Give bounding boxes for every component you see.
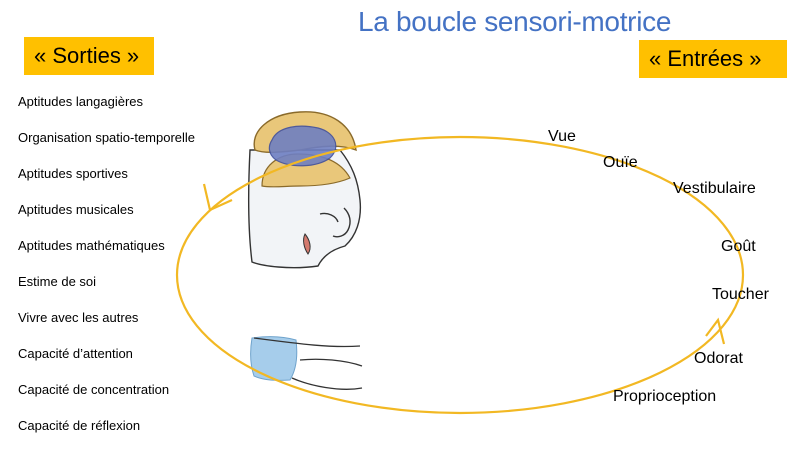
input-odorat: Odorat: [694, 350, 743, 367]
input-gout: Goût: [721, 238, 756, 255]
input-proprioception: Proprioception: [613, 388, 717, 405]
output-item: Vivre avec les autres: [18, 310, 139, 325]
output-item: Aptitudes sportives: [18, 166, 128, 181]
output-item: Aptitudes langagières: [18, 94, 144, 109]
output-item: Aptitudes musicales: [18, 202, 134, 217]
output-item: Capacité d’attention: [18, 346, 133, 361]
entrees-label: « Entrées »: [639, 40, 787, 78]
input-vestibulaire: Vestibulaire: [673, 180, 756, 197]
input-ouie: Ouïe: [603, 154, 638, 171]
slide-title: La boucle sensori-motrice: [358, 6, 672, 37]
output-item: Capacité de réflexion: [18, 418, 141, 433]
loop-arrow-right-icon: [705, 317, 726, 345]
loop-ellipse: [175, 135, 745, 415]
input-toucher: Toucher: [712, 286, 769, 303]
outputs-list: Aptitudes langagières Organisation spati…: [18, 92, 195, 452]
head-illustration: [248, 111, 362, 269]
hand-illustration: [250, 336, 363, 390]
output-item: Estime de soi: [18, 274, 97, 289]
output-item: Organisation spatio-temporelle: [18, 130, 196, 145]
output-item: Capacité de concentration: [18, 382, 170, 397]
output-item: Aptitudes mathématiques: [18, 238, 165, 253]
input-vue: Vue: [548, 128, 576, 145]
loop-arrow-left-icon: [202, 183, 233, 212]
sorties-label: « Sorties »: [24, 37, 154, 75]
